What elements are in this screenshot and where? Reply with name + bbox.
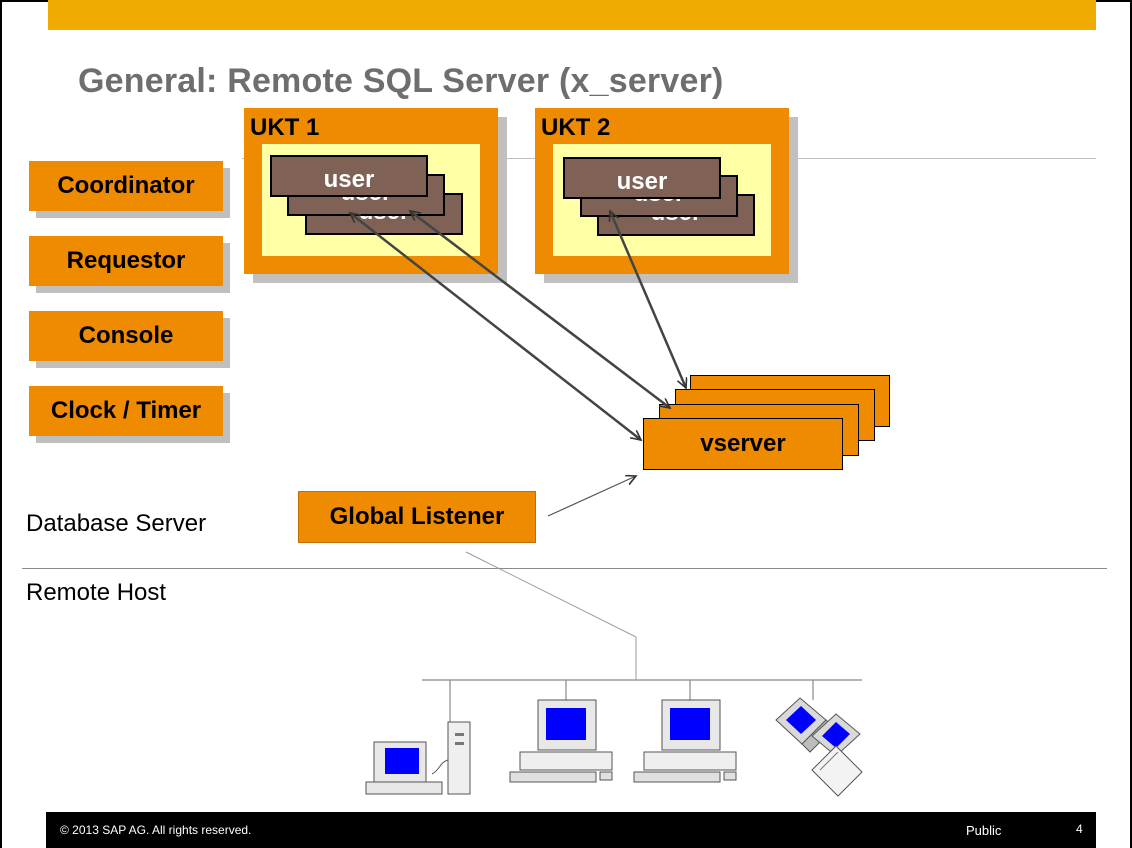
ukt1-to-vserver-arrow-1 <box>350 213 641 440</box>
network-link <box>465 551 637 680</box>
console-label: Console <box>78 322 174 349</box>
top-accent-bar <box>48 0 1096 30</box>
slide-title: General: Remote SQL Server (x_server) <box>78 62 724 100</box>
coordinator-box: Coordinator <box>29 161 223 211</box>
requestor-label: Requestor <box>66 247 186 274</box>
vserver-label: vserver <box>700 430 786 457</box>
ukt1-user-task-1: user <box>270 155 428 197</box>
ukt1-to-vserver-arrow-2 <box>410 211 670 408</box>
ukt2-label: UKT 2 <box>541 114 611 141</box>
network-computers-icon <box>775 697 863 797</box>
listener-to-vserver-arrow <box>547 476 636 517</box>
classification-label: Public <box>966 823 1002 838</box>
database-server-label: Database Server <box>26 510 207 537</box>
ukt2-to-vserver-arrow <box>610 211 686 388</box>
slide-border-left <box>0 0 2 848</box>
global-listener-box: Global Listener <box>298 491 536 543</box>
remote-host-label: Remote Host <box>26 579 167 606</box>
footer-bar: © 2013 SAP AG. All rights reserved. Publ… <box>46 812 1096 848</box>
clock-timer-box: Clock / Timer <box>29 386 223 436</box>
console-box: Console <box>29 311 223 361</box>
ukt1-label: UKT 1 <box>250 114 320 141</box>
page-number: 4 <box>1076 822 1083 836</box>
coordinator-label: Coordinator <box>57 172 195 199</box>
vserver-box: vserver <box>643 418 843 470</box>
ukt2-user-task-1: user <box>563 157 721 199</box>
region-separator <box>22 568 1107 569</box>
desktop-computer-icon <box>633 699 737 783</box>
global-listener-label: Global Listener <box>329 503 505 530</box>
slide-border-right <box>1130 0 1132 848</box>
clock-timer-label: Clock / Timer <box>50 397 202 424</box>
copyright-text: © 2013 SAP AG. All rights reserved. <box>60 823 252 837</box>
desktop-computer-icon <box>509 699 613 783</box>
desktop-tower-computer-icon <box>365 721 471 795</box>
requestor-box: Requestor <box>29 236 223 286</box>
